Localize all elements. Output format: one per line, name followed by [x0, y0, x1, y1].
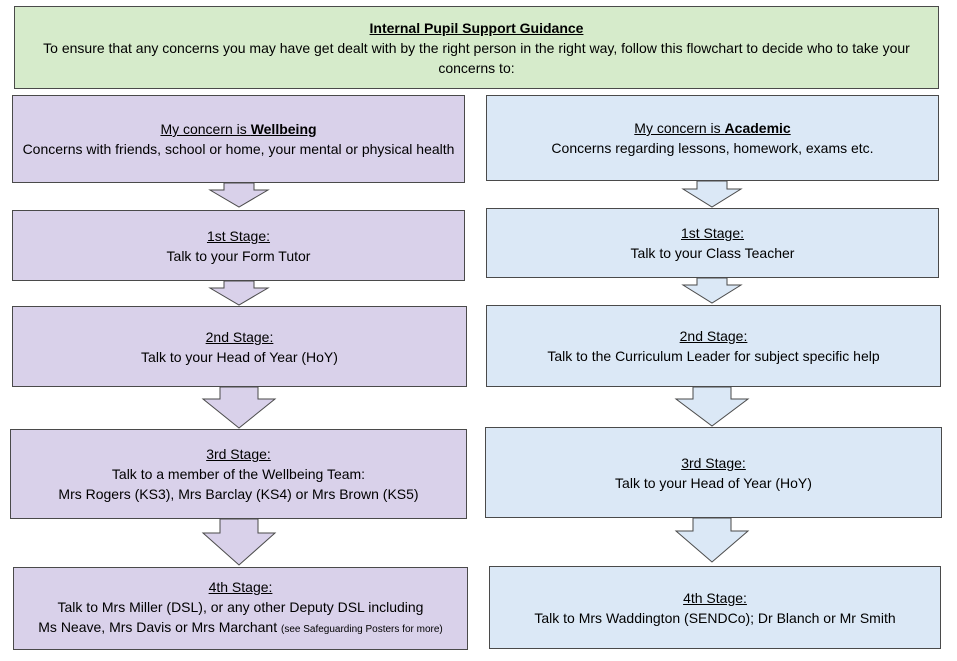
academic-stage3-title: 3rd Stage:: [681, 454, 746, 471]
wellbeing-arrow-2: [208, 280, 270, 306]
academic-stage3-box: 3rd Stage: Talk to your Head of Year (Ho…: [485, 427, 942, 518]
academic-concern-box: My concern is Academic Concerns regardin…: [486, 95, 939, 181]
wellbeing-stage4-box: 4th Stage: Talk to Mrs Miller (DSL), or …: [13, 567, 468, 650]
wellbeing-stage4-title: 4th Stage:: [208, 579, 273, 595]
wellbeing-stage4-line2-wrap: Ms Neave, Mrs Davis or Mrs Marchant (see…: [38, 617, 442, 640]
intro-text: To ensure that any concerns you may have…: [43, 39, 910, 76]
wellbeing-stage1-text: Talk to your Form Tutor: [166, 247, 311, 264]
academic-concern-desc: Concerns regarding lessons, homework, ex…: [551, 140, 874, 156]
wellbeing-stage1-box: 1st Stage: Talk to your Form Tutor: [12, 210, 465, 281]
academic-concern-heading: My concern is Academic: [634, 118, 790, 138]
wellbeing-concern-type: Wellbeing: [250, 121, 317, 137]
academic-concern-type: Academic: [724, 120, 791, 136]
wellbeing-stage2-text: Talk to your Head of Year (HoY): [141, 348, 338, 365]
academic-stage1-box: 1st Stage: Talk to your Class Teacher: [486, 208, 939, 278]
wellbeing-stage3-line1: Talk to a member of the Wellbeing Team:: [111, 466, 366, 482]
wellbeing-stage1-title: 1st Stage:: [206, 227, 271, 244]
academic-arrow-1: [681, 180, 743, 208]
academic-stage2-text: Talk to the Curriculum Leader for subjec…: [547, 348, 880, 364]
wellbeing-stage4-line1: Talk to Mrs Miller (DSL), or any other D…: [57, 599, 424, 615]
wellbeing-concern-desc: Concerns with friends, school or home, y…: [22, 141, 455, 157]
wellbeing-stage2-box: 2nd Stage: Talk to your Head of Year (Ho…: [12, 306, 467, 387]
academic-arrow-3: [674, 386, 750, 427]
academic-stage1-text: Talk to your Class Teacher: [630, 245, 795, 261]
academic-stage1-title: 1st Stage:: [680, 225, 745, 241]
wellbeing-stage3-box: 3rd Stage: Talk to a member of the Wellb…: [10, 429, 467, 519]
wellbeing-arrow-1: [208, 182, 270, 208]
header-box: Internal Pupil Support Guidance To ensur…: [14, 6, 939, 89]
academic-stage3-text: Talk to your Head of Year (HoY): [615, 474, 812, 491]
academic-stage4-title: 4th Stage:: [683, 589, 747, 606]
academic-arrow-4: [674, 517, 750, 563]
academic-stage4-box: 4th Stage: Talk to Mrs Waddington (SENDC…: [489, 566, 941, 649]
academic-stage2-box: 2nd Stage: Talk to the Curriculum Leader…: [486, 305, 941, 387]
wellbeing-stage3-title: 3rd Stage:: [206, 446, 271, 462]
wellbeing-stage4-line2: Ms Neave, Mrs Davis or Mrs Marchant: [38, 619, 278, 635]
safeguarding-note: (see Safeguarding Posters for more): [280, 624, 443, 635]
wellbeing-arrow-3: [201, 386, 277, 429]
academic-concern-prefix: My concern is: [634, 120, 725, 136]
wellbeing-stage3-line2: Mrs Rogers (KS3), Mrs Barclay (KS4) or M…: [58, 486, 419, 502]
academic-stage2-title: 2nd Stage:: [679, 328, 748, 344]
wellbeing-concern-prefix: My concern is: [160, 121, 251, 137]
wellbeing-stage2-title: 2nd Stage:: [205, 328, 274, 345]
academic-stage4-text: Talk to Mrs Waddington (SENDCo); Dr Blan…: [534, 609, 896, 626]
wellbeing-concern-box: My concern is Wellbeing Concerns with fr…: [12, 95, 465, 183]
wellbeing-concern-heading: My concern is Wellbeing: [160, 119, 316, 139]
academic-arrow-2: [681, 277, 743, 304]
wellbeing-arrow-4: [201, 518, 277, 566]
page-title: Internal Pupil Support Guidance: [369, 19, 584, 36]
